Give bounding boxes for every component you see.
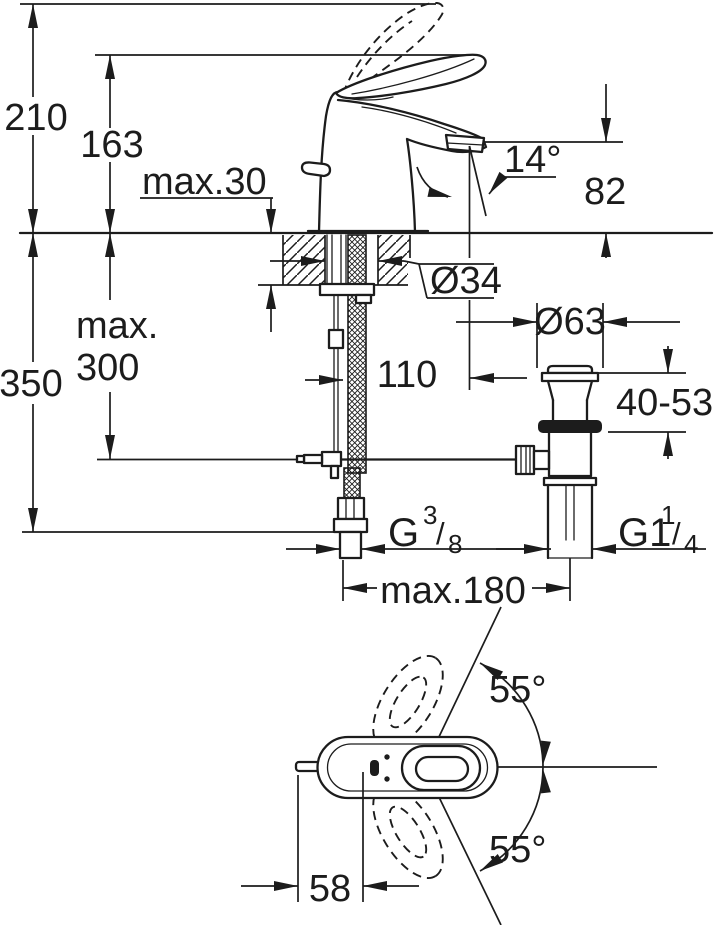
swivel-geometry (436, 606, 551, 925)
dim-clamping-range: 40-53 (616, 382, 713, 424)
dim-hose-clearance-1: max. (76, 305, 158, 347)
lever-loop-inner (414, 755, 470, 783)
dim-swivel-down: 55° (489, 829, 546, 871)
faucet-top-profile (294, 735, 499, 800)
pop-up-linkage (295, 444, 551, 480)
linkage-knob (514, 444, 536, 476)
dim-spout-reach: 110 (377, 354, 438, 396)
dim-swivel-up: 55° (489, 669, 546, 711)
pop-up-waste-valve (538, 364, 602, 560)
mounting-washer (318, 282, 376, 297)
side-view-labels: 210 163 max.30 14° 82 Ø34 max. 300 350 1… (0, 97, 713, 612)
hot-dot (384, 754, 390, 760)
dim-deck-thickness: max.30 (142, 161, 267, 203)
dim-installation-depth: 350 (0, 363, 63, 405)
lever-raised-dashed (342, 1, 445, 96)
dim-waste-thread: G1 1 / 4 (618, 500, 698, 559)
dim-waste-diameter: Ø63 (534, 301, 606, 343)
hole-callout-box (403, 260, 494, 299)
lever-loop-outer (400, 744, 482, 792)
dim-supply-thread: G 3 / 8 (388, 500, 462, 559)
cold-dot (384, 776, 390, 782)
body-outline (316, 735, 499, 800)
reference-lines (18, 3, 714, 533)
side-view: 210 163 max.30 14° 82 Ø34 max. 300 350 1… (0, 1, 714, 612)
hose-nut (336, 496, 366, 521)
pop-up-knob (300, 161, 332, 178)
dim-spout-height: 82 (584, 171, 626, 213)
top-view-labels: 55° 55° 58 (309, 669, 547, 910)
dim-hole-diameter: Ø34 (430, 260, 502, 302)
dimension-lines (28, 4, 706, 601)
dim-rod-reach: max.180 (380, 570, 526, 612)
dim-spray-angle: 14° (504, 139, 561, 181)
lever-handle (334, 53, 487, 100)
spout (336, 98, 488, 234)
dim-overall-height: 210 (4, 97, 67, 139)
rod-clip (327, 328, 345, 350)
top-view-dimensions (241, 766, 657, 902)
handle-mark (370, 760, 379, 776)
top-view: 55° 55° 58 (241, 606, 657, 925)
dim-lever-height: 163 (80, 124, 143, 166)
faucet-side-profile (300, 1, 488, 234)
waste-gasket (538, 420, 602, 433)
dim-hose-clearance-2: 300 (76, 347, 139, 389)
supply-hose-assembly (318, 234, 376, 560)
dim-rod-offset: 58 (309, 868, 351, 910)
supply-thread-end (338, 530, 363, 560)
